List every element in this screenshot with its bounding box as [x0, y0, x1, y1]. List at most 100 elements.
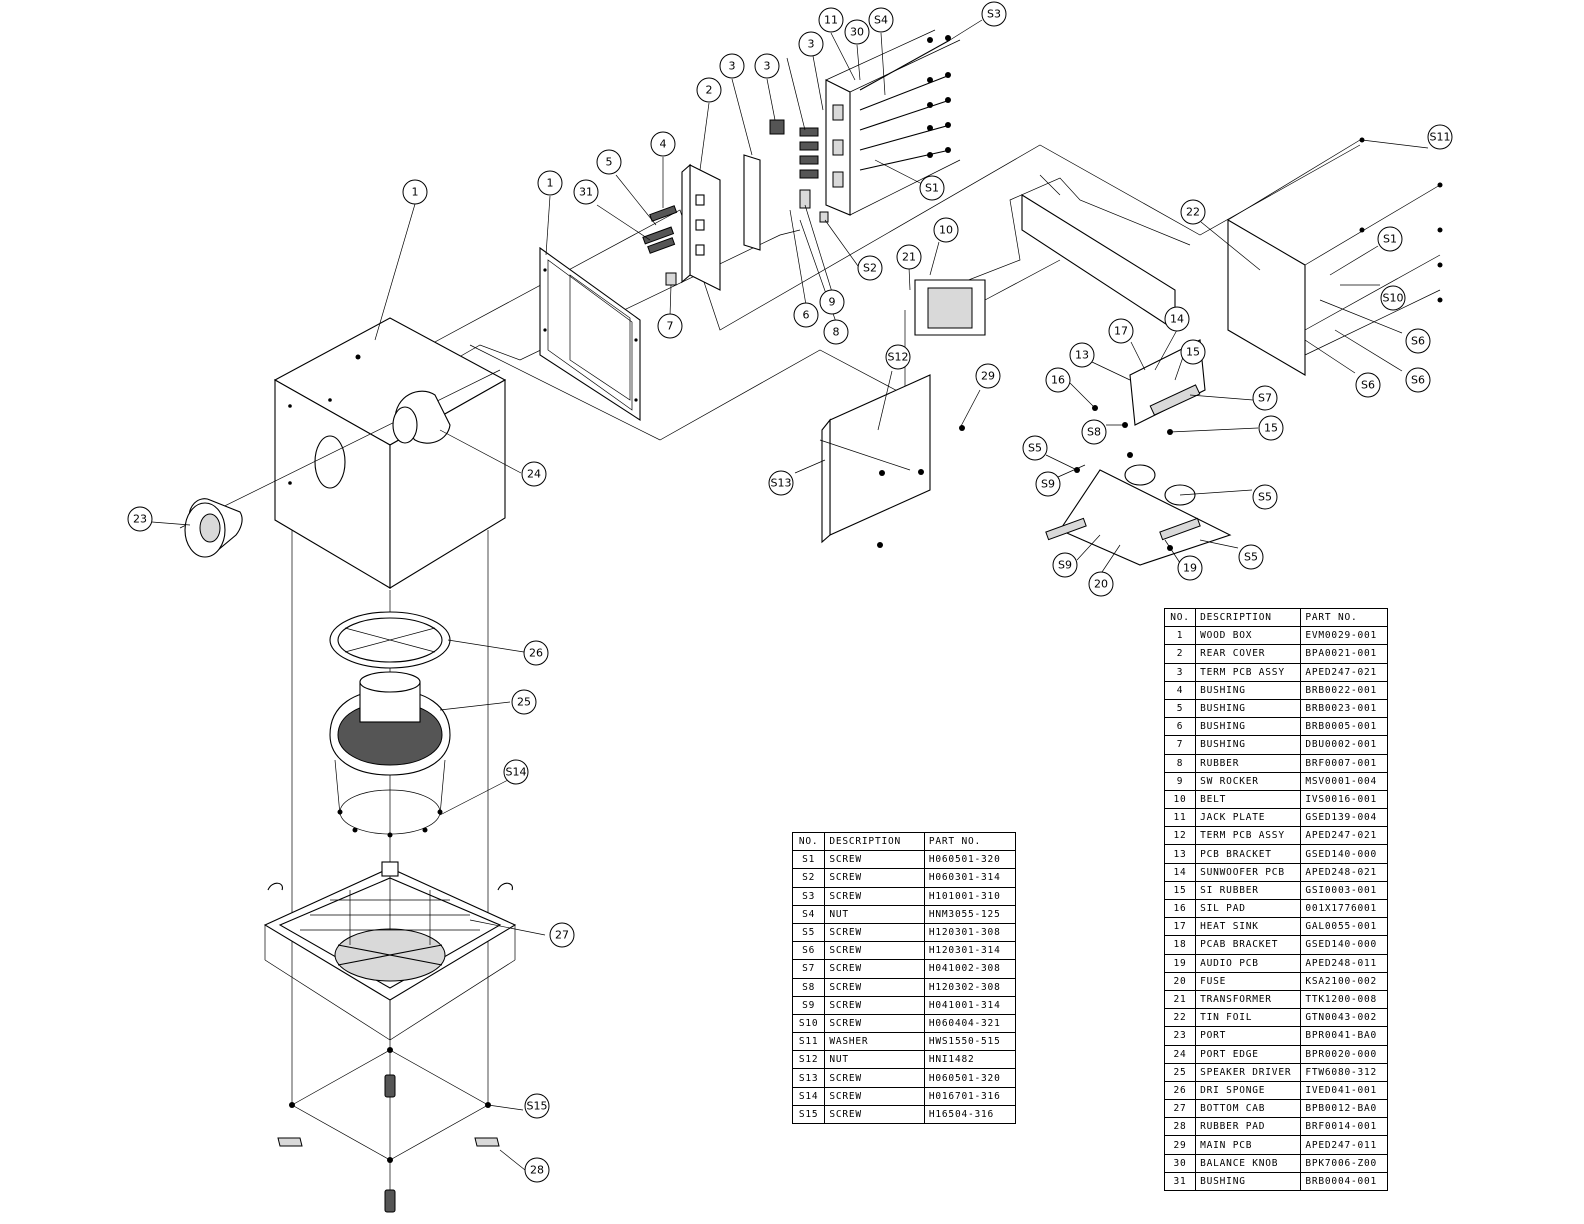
jack-plate-assembly [769, 29, 961, 223]
callout-label: S5 [1244, 551, 1258, 564]
callout-circle [657, 313, 683, 339]
row-no: S12 [791, 1050, 826, 1070]
row-description: BUSHING [1195, 717, 1302, 737]
header-description: DESCRIPTION [824, 831, 925, 852]
callout-circle [885, 344, 911, 370]
callout-bubble: S15 [524, 1093, 550, 1119]
terminal-board [642, 154, 761, 291]
callout-label: 23 [133, 513, 147, 526]
callout-circle [1258, 415, 1284, 441]
row-no: 18 [1163, 935, 1197, 955]
callout-label: S12 [888, 351, 909, 364]
row-no: 6 [1163, 717, 1197, 737]
row-part-no: FTW6080-312 [1300, 1062, 1388, 1082]
callout-bubble: S6 [1355, 372, 1381, 398]
row-description: SCREW [824, 941, 925, 961]
callout-circle [1377, 226, 1403, 252]
callout-label: 11 [824, 14, 838, 27]
rear-cover [539, 246, 641, 422]
row-description: SCREW [824, 977, 925, 997]
callout-circle [798, 31, 824, 57]
callout-label: S2 [863, 262, 877, 275]
row-part-no: BPR0020-000 [1300, 1044, 1388, 1064]
row-part-no: H120301-308 [923, 922, 1017, 943]
callout-circle [819, 289, 845, 315]
row-part-no: GAL0055-001 [1300, 917, 1388, 937]
feet-frame [277, 1047, 500, 1213]
row-description: WASHER [824, 1032, 925, 1052]
callout-label: 3 [764, 60, 771, 73]
row-no: 27 [1163, 1099, 1197, 1119]
header-part-no: PART NO. [923, 831, 1017, 852]
callout-label: S6 [1411, 374, 1425, 387]
callout-bubble: S5 [1238, 544, 1264, 570]
row-part-no: H060501-320 [923, 850, 1017, 870]
row-description: BUSHING [1195, 680, 1302, 700]
callout-label: S4 [874, 14, 888, 27]
callout-bubble: 14 [1164, 306, 1190, 332]
callout-label: S10 [1383, 292, 1404, 305]
callout-bubble: 29 [975, 363, 1001, 389]
callout-label: S13 [771, 477, 792, 490]
row-no: 19 [1163, 953, 1197, 973]
row-description: NUT [824, 904, 925, 924]
row-part-no: H120302-308 [923, 977, 1017, 997]
callout-bubble: 1 [402, 179, 428, 205]
row-part-no: IVS0016-001 [1300, 789, 1388, 810]
callout-bubble: 31 [573, 179, 599, 205]
row-no: 13 [1163, 844, 1197, 864]
callout-bubble: 21 [896, 244, 922, 270]
row-description: SCREW [824, 1013, 925, 1034]
callout-circle [1355, 372, 1381, 398]
callout-circle [868, 7, 894, 33]
callout-circle [1427, 124, 1453, 150]
callout-label: 1 [547, 177, 554, 190]
row-description: SW ROCKER [1195, 771, 1302, 791]
callout-circle [503, 759, 529, 785]
row-no: 24 [1163, 1044, 1197, 1064]
callout-label: S8 [1087, 426, 1101, 439]
callout-circle [975, 363, 1001, 389]
callout-circle [650, 131, 676, 157]
row-description: SCREW [824, 1104, 925, 1125]
callout-circle [896, 244, 922, 270]
callout-bubble: S6 [1405, 328, 1431, 354]
callout-circle [1022, 435, 1048, 461]
callout-circle [1088, 571, 1114, 597]
row-no: 14 [1163, 862, 1197, 882]
row-description: SCREW [824, 1086, 925, 1106]
callout-circle [596, 149, 622, 175]
row-description: BOTTOM CAB [1195, 1099, 1302, 1119]
row-no: 11 [1163, 808, 1197, 828]
row-part-no: H060501-320 [923, 1068, 1017, 1088]
row-no: 23 [1163, 1026, 1197, 1046]
row-part-no: H101001-310 [923, 886, 1017, 906]
callout-circle [1380, 285, 1406, 311]
row-description: TIN FOIL [1195, 1008, 1302, 1028]
row-no: 12 [1163, 826, 1197, 846]
screws-list-header-row: NO. DESCRIPTION PART NO. [791, 831, 1017, 852]
row-part-no: BPB0012-BA0 [1300, 1099, 1388, 1119]
row-part-no: DBU0002-001 [1300, 735, 1388, 755]
callout-label: 17 [1114, 325, 1128, 338]
row-no: 29 [1163, 1135, 1197, 1155]
callout-circle [1405, 328, 1431, 354]
callout-label: S9 [1041, 478, 1055, 491]
row-description: TRANSFORMER [1195, 989, 1302, 1010]
row-description: SUNWOOFER PCB [1195, 862, 1302, 882]
row-part-no: 001X1776001 [1300, 898, 1388, 919]
callout-label: 24 [527, 468, 541, 481]
callout-circle [1180, 199, 1206, 225]
heat-sink [1227, 137, 1443, 376]
callout-label: 16 [1051, 374, 1065, 387]
header-description: DESCRIPTION [1195, 607, 1302, 628]
callout-label: 29 [981, 370, 995, 383]
